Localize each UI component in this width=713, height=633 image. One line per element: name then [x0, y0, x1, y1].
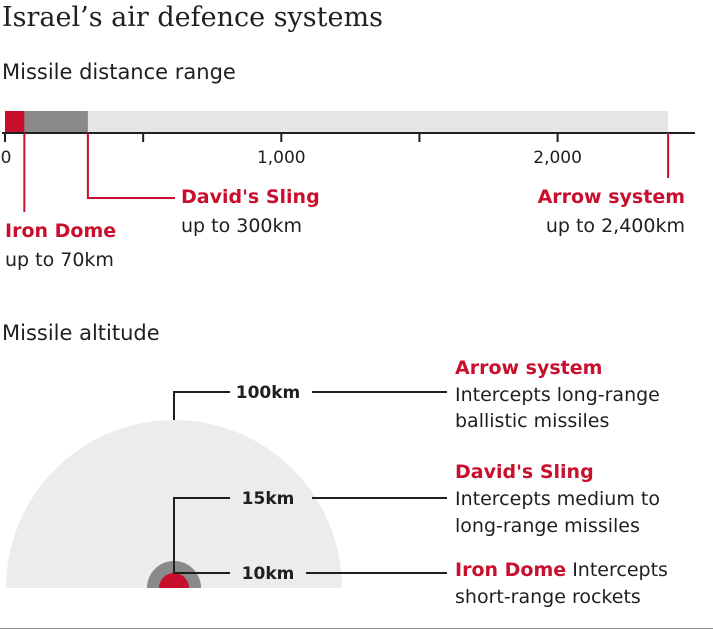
- range-label-david-s-sling: David's Sling: [181, 186, 320, 208]
- altitude-desc-iron-dome: short-range rockets: [455, 586, 641, 608]
- altitude-desc-david-s-sling: long-range missiles: [455, 515, 640, 537]
- range-value-david-s-sling: up to 300km: [181, 215, 302, 237]
- range-tick-label: 1,000: [257, 148, 306, 168]
- altitude-leader-iron-dome: [173, 572, 447, 574]
- altitude-dome-iron-dome: [159, 573, 189, 588]
- range-value-arrow-system: up to 2,400km: [546, 215, 685, 237]
- range-bars: [5, 111, 669, 133]
- altitude-name-arrow-system: Arrow system: [455, 357, 602, 379]
- altitude-name-david-s-sling: David's Sling: [455, 461, 594, 483]
- range-leader-david-s-sling: [86, 133, 175, 199]
- altitude-desc-arrow-system: Intercepts long-range: [455, 384, 660, 406]
- range-bar-arrow-system: [5, 111, 669, 133]
- range-callouts: Iron Dome up to 70km David's Sling up to 30…: [5, 133, 685, 271]
- altitude-leader-arrow-system: [173, 391, 447, 420]
- altitude-leader-david-s-sling: [173, 497, 447, 572]
- altitude-name-iron-dome: Iron Dome Intercepts: [455, 559, 668, 581]
- range-bar-iron-dome: [5, 111, 25, 133]
- range-label-arrow-system: Arrow system: [538, 186, 685, 208]
- altitude-section-title: Missile altitude: [2, 321, 160, 345]
- altitude-desc-arrow-system: ballistic missiles: [455, 410, 609, 432]
- range-ticks: 0 1,000 2,000: [1, 133, 582, 168]
- page-title: Israel’s air defence systems: [2, 2, 383, 33]
- altitude-value-arrow-system: 100km: [236, 383, 301, 403]
- range-tick-label: 2,000: [533, 148, 582, 168]
- range-value-iron-dome: up to 70km: [5, 249, 114, 271]
- range-bar-david-s-sling: [5, 111, 88, 133]
- range-label-iron-dome: Iron Dome: [5, 220, 116, 242]
- range-tick-label: 0: [1, 148, 12, 168]
- bottom-rule: [0, 628, 713, 629]
- altitude-desc-david-s-sling: Intercepts medium to: [455, 488, 660, 510]
- distance-section-title: Missile distance range: [2, 60, 236, 84]
- altitude-value-iron-dome: 10km: [242, 564, 295, 584]
- altitude-value-david-s-sling: 15km: [242, 489, 295, 509]
